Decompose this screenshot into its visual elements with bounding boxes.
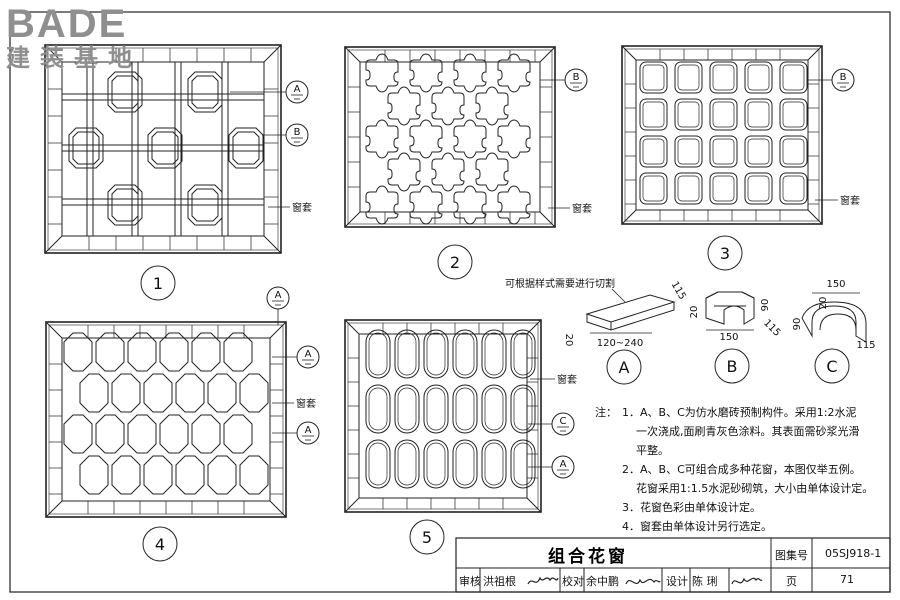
dim-c-width: 150	[826, 279, 845, 290]
window-2-marker-b: B	[540, 68, 588, 92]
dim-b-rim: 20	[689, 306, 700, 319]
marker-letter: A	[305, 425, 312, 436]
window-number-text: C	[826, 357, 837, 376]
marker-letter: A	[305, 349, 312, 360]
note-line-5: 花窗采用1:1.5水泥砂砌筑，大小由单体设计定。	[636, 482, 874, 495]
frame-label: 窗套	[572, 202, 592, 215]
component-a-label: A	[606, 349, 642, 385]
window-4-number: 4	[142, 526, 178, 562]
note-line-4: 2．A、B、C可组合成多种花窗，本图仅举五例。	[622, 463, 861, 476]
marker-letter: B	[294, 127, 301, 138]
logo-brand: BADE	[6, 2, 128, 46]
dim-c-depth: 115	[856, 340, 875, 351]
design-label: 设计	[666, 575, 688, 588]
component-a: 115 20 120~240	[563, 280, 688, 349]
designer-name: 陈 琍	[692, 575, 718, 588]
component-b: 20 90 150 115	[689, 291, 782, 343]
notes-prefix: 注：	[595, 406, 617, 419]
window-1-marker-b: B	[262, 123, 309, 147]
reviewer-name: 洪祖根	[483, 575, 516, 588]
marker-letter: A	[294, 84, 301, 95]
window-1-lattice	[44, 44, 282, 254]
window-5-marker-a: A	[528, 455, 575, 479]
window-4-marker-a-top: A	[266, 286, 290, 310]
frame-label: 窗套	[296, 397, 316, 410]
dim-a-thickness: 20	[563, 334, 574, 347]
atlas-label: 图集号	[775, 549, 808, 562]
sheet-border	[9, 11, 891, 593]
marker-letter: A	[275, 290, 282, 301]
window-number-text: 1	[153, 274, 163, 293]
check-label: 校对	[562, 575, 584, 588]
window-5-lattice	[344, 319, 542, 513]
note-line-2: 一次浇成,面刷青灰色涂料。其表面需砂浆光滑	[636, 425, 860, 438]
dim-b-width: 150	[719, 332, 738, 343]
dim-b-height: 90	[760, 299, 771, 312]
window-number-text: 3	[720, 244, 730, 263]
window-5-number: 5	[409, 519, 445, 555]
window-3-marker-b: B	[808, 68, 855, 92]
component-c: 150 20 90 115	[792, 279, 876, 351]
dim-b-depth: 115	[761, 318, 782, 339]
window-number-text: B	[727, 357, 738, 376]
review-label: 审核	[459, 575, 481, 588]
brand-logo: BADE 建装基地	[6, 4, 142, 72]
marker-letter: B	[840, 72, 847, 83]
note-line-3: 平整。	[636, 444, 669, 457]
window-3-number: 3	[707, 235, 743, 271]
title-block	[455, 537, 891, 593]
dim-c-height: 90	[792, 318, 803, 331]
dim-a-length: 120~240	[597, 338, 644, 349]
checker-signature	[625, 578, 661, 585]
window-5-marker-c: C	[528, 412, 575, 436]
window-4-marker-a-low: A	[272, 421, 320, 445]
cut-note: 可根据样式需要进行切割	[505, 277, 615, 290]
dim-a-width: 115	[669, 280, 688, 302]
drawing-title: 组合花窗	[548, 547, 628, 567]
window-number-text: A	[619, 358, 630, 377]
marker-letter: B	[573, 72, 580, 83]
component-b-label: B	[714, 348, 750, 384]
checker-name: 余中鹏	[586, 575, 619, 588]
component-c-label: C	[814, 348, 850, 384]
window-2-lattice	[344, 46, 556, 228]
window-number-text: 5	[422, 528, 432, 547]
note-line-6: 3．花窗色彩由单体设计定。	[622, 501, 761, 514]
marker-letter: C	[560, 416, 567, 427]
designer-signature	[731, 577, 763, 585]
window-1-number: 1	[140, 265, 176, 301]
dim-c-rim: 20	[818, 297, 829, 310]
atlas-number: 05SJ918-1	[825, 547, 882, 560]
window-3-lattice	[621, 45, 823, 225]
window-2-number: 2	[437, 244, 473, 280]
logo-subtitle: 建装基地	[6, 44, 142, 72]
window-4-marker-a-mid: A	[272, 345, 320, 369]
window-4-lattice	[45, 321, 287, 518]
page-number: 71	[840, 573, 854, 586]
note-line-7: 4．窗套由单体设计另行选定。	[622, 520, 772, 533]
page-label: 页	[786, 575, 797, 588]
window-number-text: 4	[155, 535, 165, 554]
marker-letter: A	[560, 459, 567, 470]
frame-label: 窗套	[557, 373, 577, 386]
reviewer-signature	[527, 576, 559, 585]
note-line-1: 1．A、B、C为仿水磨砖预制构件。采用1:2水泥	[622, 406, 857, 419]
frame-label: 窗套	[840, 194, 860, 207]
frame-label: 窗套	[292, 201, 312, 214]
window-1-marker-a: A	[230, 80, 309, 104]
window-number-text: 2	[450, 253, 460, 272]
